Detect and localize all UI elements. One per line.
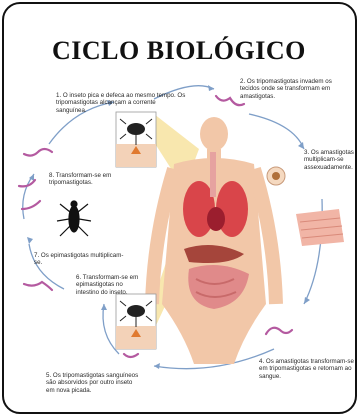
amastigote-cell-icon (267, 167, 285, 185)
arrow-7-to-8 (23, 174, 34, 219)
inset-insect-feeding-panel (116, 294, 156, 349)
trypomastigote-4 (266, 328, 292, 334)
step-4-label: 4. Os amastigotas transformam-se em trip… (259, 358, 357, 380)
step-8-label: 8. Transformam-se em tripomastigotas. (49, 172, 114, 187)
step-3-label: 3. Os amastigotas multiplicam-se assexua… (304, 149, 357, 171)
step-7-label: 7. Os epimastigotas multiplicam-se. (34, 252, 124, 267)
epimastigote-1 (19, 180, 35, 186)
trypomastigote-3 (124, 354, 138, 357)
step-5-label: 5. Os tripomastigotas sanguíneos são abs… (46, 372, 141, 394)
step-2-label: 2. Os tripomastigotas invadem os tecidos… (240, 78, 340, 100)
epimastigote-3 (24, 282, 52, 290)
inset-insect-bite-panel (116, 112, 156, 167)
step-1-label: 1. O inseto pica e defeca ao mesmo tempo… (56, 92, 186, 114)
arrow-2-to-3 (249, 114, 304, 149)
diagram-title: CICLO BIOLÓGICO (52, 36, 357, 66)
epimastigote-2 (22, 201, 40, 209)
muscle-tissue-icon (296, 209, 344, 246)
triatomine-bug-icon (57, 201, 91, 236)
step-6-label: 6. Transformam-se em epimastigotas no in… (76, 274, 146, 296)
trypomastigote-2 (24, 149, 52, 156)
diagram-frame: CICLO BIOLÓGICO 1. O inseto pica e defec… (2, 2, 357, 414)
